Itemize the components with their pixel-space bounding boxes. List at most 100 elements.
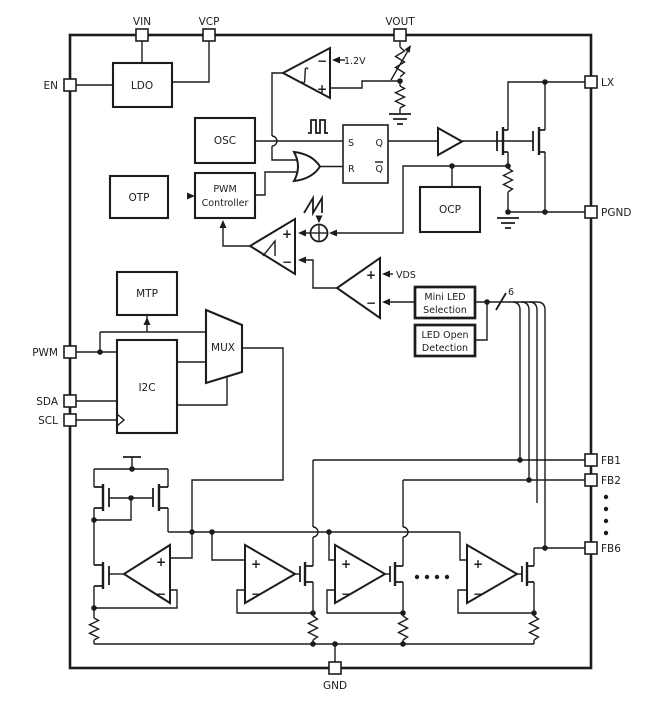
ref-resistor bbox=[87, 617, 101, 641]
pin-fb2: FB2 bbox=[584, 473, 621, 487]
ref-opamp: + − bbox=[122, 543, 171, 605]
error-amplifier: + − bbox=[335, 256, 381, 320]
pwm-controller-label-1: PWM bbox=[213, 184, 236, 195]
slope-comp-plus: + bbox=[282, 227, 292, 241]
fb-bus-wires bbox=[313, 301, 585, 549]
ocp-label: OCP bbox=[439, 204, 461, 216]
integral-icon: ∫ bbox=[301, 65, 310, 85]
pin-sda-label: SDA bbox=[36, 396, 59, 408]
pin-fb1: FB1 bbox=[584, 453, 621, 467]
vds-label: VDS bbox=[396, 270, 416, 281]
slope-comp-minus: − bbox=[282, 255, 292, 269]
pin-sda: SDA bbox=[36, 394, 77, 408]
variable-resistor bbox=[394, 46, 406, 78]
mini-led-selection-label-1: Mini LED bbox=[424, 292, 465, 303]
pwm-controller-block: PWM Controller bbox=[193, 171, 257, 220]
ramp-icon bbox=[262, 239, 276, 257]
mux-block: MUX bbox=[204, 308, 244, 385]
channel1-opamp: + − bbox=[244, 543, 313, 605]
ch6-minus: − bbox=[473, 587, 483, 601]
mini-led-selection-block: Mini LED Selection bbox=[413, 285, 477, 320]
clock-edge-icon bbox=[116, 413, 126, 427]
ch2-resistor bbox=[396, 615, 410, 641]
ovp-comparator: − + ∫ bbox=[280, 46, 331, 100]
ground-icon bbox=[389, 113, 411, 125]
mtp-label: MTP bbox=[136, 288, 158, 300]
pin-pwm-label: PWM bbox=[32, 347, 58, 359]
pin-pwm: PWM bbox=[32, 345, 77, 359]
latch-qbar-label: Q bbox=[376, 164, 383, 175]
pin-vout-label: VOUT bbox=[385, 16, 415, 28]
pin-en: EN bbox=[44, 78, 77, 92]
pgnd-ground-icon bbox=[497, 217, 519, 229]
error-amp-minus: − bbox=[366, 296, 376, 310]
ovp-plus: + bbox=[317, 82, 327, 96]
mtp-block: MTP bbox=[115, 270, 179, 317]
ch1-plus: + bbox=[251, 557, 261, 571]
latch-q-label: Q bbox=[376, 138, 383, 149]
vout-divider bbox=[389, 45, 411, 125]
pin-fb2-label: FB2 bbox=[601, 475, 621, 487]
pin-fb6-label: FB6 bbox=[601, 543, 621, 555]
ref-opamp-minus: − bbox=[156, 587, 166, 601]
divider-resistor bbox=[393, 85, 407, 109]
ch1-resistor bbox=[306, 615, 320, 641]
bus-slash-icon: 6 bbox=[495, 287, 514, 311]
otp-label: OTP bbox=[128, 192, 149, 204]
ref-opamp-plus: + bbox=[156, 555, 166, 569]
i2c-block: I2C bbox=[115, 338, 179, 435]
pwm-controller-label-2: Controller bbox=[202, 198, 249, 209]
power-mosfets bbox=[496, 127, 545, 155]
pin-fb6: FB6 bbox=[584, 541, 621, 555]
latch-r-label: R bbox=[348, 164, 355, 175]
sawtooth-icon bbox=[303, 194, 323, 217]
ch2-plus: + bbox=[341, 557, 351, 571]
ch2-minus: − bbox=[341, 587, 351, 601]
i2c-label: I2C bbox=[138, 382, 155, 394]
slope-comparator: + − bbox=[248, 217, 296, 276]
pin-vin: VIN bbox=[133, 16, 151, 42]
ch6-resistor bbox=[527, 615, 541, 641]
pin-scl: SCL bbox=[38, 413, 77, 427]
or-gate bbox=[292, 150, 322, 183]
ocp-block: OCP bbox=[418, 185, 482, 234]
error-amp-plus: + bbox=[366, 268, 376, 282]
pin-gnd-label: GND bbox=[323, 680, 347, 692]
gate-driver-buffer bbox=[437, 126, 465, 157]
sr-latch: S R Q Q bbox=[342, 124, 389, 184]
pin-pgnd: PGND bbox=[584, 205, 631, 219]
pin-vin-label: VIN bbox=[133, 16, 151, 28]
channel2-opamp: + − bbox=[334, 543, 403, 605]
sense-resistor bbox=[501, 167, 515, 193]
mux-label: MUX bbox=[211, 342, 235, 354]
current-mirror bbox=[94, 484, 168, 511]
pin-en-label: EN bbox=[44, 80, 59, 92]
pin-vcp: VCP bbox=[199, 16, 220, 42]
logic-section-wires bbox=[76, 315, 284, 532]
junction-dots bbox=[91, 78, 548, 647]
ovp-minus: − bbox=[317, 54, 327, 68]
summing-node bbox=[309, 223, 329, 243]
pin-lx: LX bbox=[584, 75, 614, 89]
pin-vcp-label: VCP bbox=[199, 16, 220, 28]
pin-lx-label: LX bbox=[601, 77, 614, 89]
ldo-block: LDO bbox=[111, 61, 174, 109]
ldo-label: LDO bbox=[131, 80, 153, 92]
osc-label: OSC bbox=[214, 135, 236, 147]
bus-width-label: 6 bbox=[508, 287, 514, 298]
pin-scl-label: SCL bbox=[38, 415, 58, 427]
vref-label: 1.2V bbox=[344, 56, 366, 67]
led-open-detection-label-1: LED Open bbox=[421, 330, 468, 341]
ch6-plus: + bbox=[473, 557, 483, 571]
led-open-detection-block: LED Open Detection bbox=[413, 323, 477, 358]
fb-pins-ellipsis-dots bbox=[603, 494, 609, 536]
osc-block: OSC bbox=[193, 116, 257, 165]
pin-pgnd-label: PGND bbox=[601, 207, 631, 219]
ref-nmos bbox=[94, 562, 110, 589]
channel6-opamp: + − bbox=[466, 543, 534, 605]
otp-block: OTP bbox=[108, 174, 170, 220]
ch1-minus: − bbox=[251, 587, 261, 601]
arrowheads bbox=[143, 56, 390, 325]
